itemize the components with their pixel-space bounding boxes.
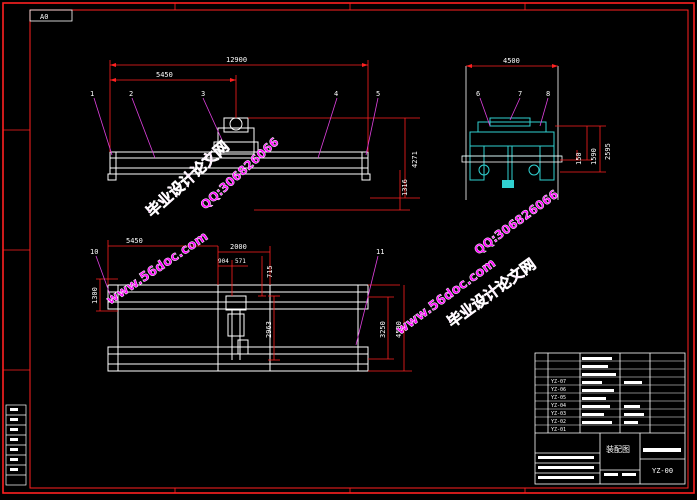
plan-view: 5450 2000 904 571 715 1300 2963 3250 450…	[90, 237, 412, 372]
watermark-qq-2: QQ:306826066	[472, 187, 561, 257]
balloon-6: 6	[476, 90, 480, 98]
dim-plan-mid-height: 2963	[265, 321, 273, 338]
dim-side-3: 150	[575, 152, 583, 165]
balloon-4: 4	[334, 90, 338, 98]
dim-plan-c: 715	[266, 265, 274, 278]
balloon-10: 10	[90, 248, 98, 256]
frame-ticks	[3, 3, 526, 493]
margin-table	[5, 404, 27, 486]
title-block-name: 装配图	[606, 444, 630, 454]
dim-plan-left: 5450	[126, 237, 143, 245]
outer-frame	[2, 2, 695, 494]
part-number: YZ-04	[551, 403, 566, 409]
sheet-size-tab	[29, 9, 73, 22]
balloon-2: 2	[129, 90, 133, 98]
balloon-8: 8	[546, 90, 550, 98]
front-view-balloons: 1 2 3 4 5	[90, 90, 380, 98]
watermark-brand-1: 毕业设计论文网	[143, 137, 233, 221]
dim-left-span: 5450	[156, 71, 173, 79]
part-number: YZ-05	[551, 395, 566, 401]
part-number: YZ-03	[551, 411, 566, 417]
dim-plan-trolley: 2000	[230, 243, 247, 251]
title-block-drawing-no: YZ-00	[652, 467, 673, 475]
dim-side-1: 2595	[604, 143, 612, 160]
watermarks: 毕业设计论文网 QQ:306826066 www.56doc.com www.5…	[104, 134, 562, 338]
side-view: 4500 2595 1590 150 6 7 8	[461, 57, 612, 200]
balloon-1: 1	[90, 90, 94, 98]
dim-side-2: 1590	[590, 148, 598, 165]
balloon-5: 5	[376, 90, 380, 98]
dim-plan-a: 904	[218, 258, 229, 265]
balloon-3: 3	[201, 90, 205, 98]
dim-plan-b: 571	[235, 258, 246, 265]
dim-plan-right-2: 4500	[395, 321, 403, 338]
parts-list-fills	[538, 357, 681, 479]
part-number: YZ-01	[551, 427, 566, 433]
dim-overall-span: 12900	[226, 56, 247, 64]
dim-plan-right-1: 3250	[379, 321, 387, 338]
balloon-11: 11	[376, 248, 384, 256]
margin-table-fills	[10, 408, 18, 471]
dim-side-width: 4500	[503, 57, 520, 65]
dim-plan-left-height: 1300	[91, 287, 99, 304]
dim-height-2: 1316	[401, 179, 409, 196]
dim-height-1: 4271	[411, 151, 419, 168]
sheet-size-label: A0	[40, 13, 48, 21]
balloon-7: 7	[518, 90, 522, 98]
part-number: YZ-06	[551, 387, 566, 393]
part-number: YZ-02	[551, 419, 566, 425]
inner-frame	[29, 9, 689, 489]
part-number: YZ-07	[551, 379, 566, 385]
front-view: 12900 5450 4271 1316 1 2 3 4 5	[90, 56, 420, 211]
watermark-site-1: www.56doc.com	[104, 229, 211, 308]
